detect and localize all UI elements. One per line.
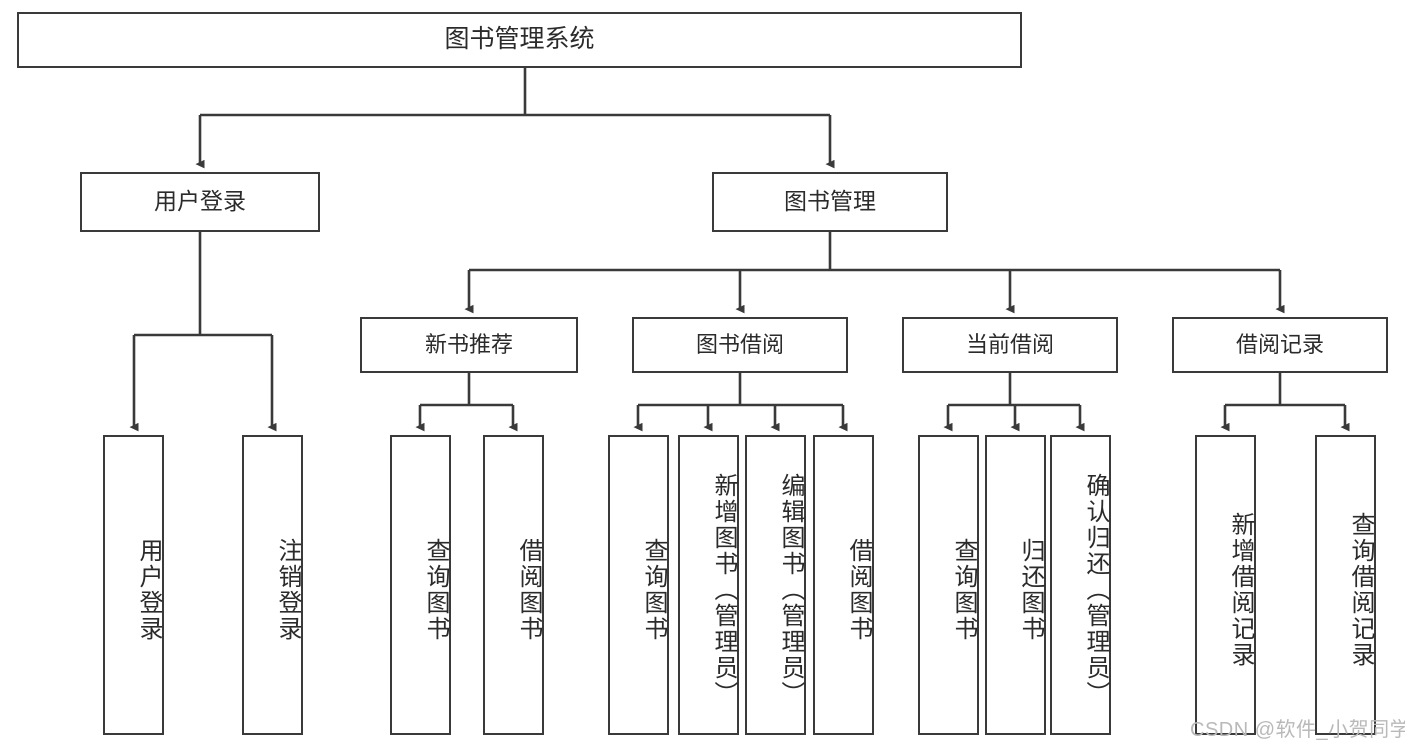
node-current-borrow-label: 当前借阅: [965, 332, 1054, 358]
node-leaf-borrow-book[interactable]: 借阅图书: [813, 435, 874, 735]
node-leaf-label: 用户登录: [135, 538, 162, 642]
node-leaf-query-borrow-record[interactable]: 查询借阅记录: [1315, 435, 1376, 735]
node-book-borrow[interactable]: 图书借阅: [632, 317, 848, 373]
node-leaf-label: 新增借阅记录: [1227, 512, 1254, 668]
node-leaf-label: 借阅图书: [845, 538, 872, 642]
node-leaf-confirm-return-admin[interactable]: 确认归还（管理员）: [1050, 435, 1111, 735]
node-leaf-user-login[interactable]: 用户登录: [103, 435, 164, 735]
node-leaf-label: 注销登录: [274, 538, 301, 642]
node-leaf-label: 归还图书: [1017, 538, 1044, 642]
node-leaf-label: 借阅图书: [515, 538, 542, 642]
node-leaf-logout-login[interactable]: 注销登录: [242, 435, 303, 735]
node-leaf-return-book[interactable]: 归还图书: [985, 435, 1046, 735]
node-leaf-query-book-borrow[interactable]: 查询图书: [608, 435, 669, 735]
node-leaf-label: 查询借阅记录: [1347, 512, 1374, 668]
node-book-management-label: 图书管理: [784, 188, 876, 215]
node-leaf-edit-book-admin[interactable]: 编辑图书（管理员）: [745, 435, 806, 735]
node-user-login[interactable]: 用户登录: [80, 172, 320, 232]
node-current-borrow[interactable]: 当前借阅: [902, 317, 1118, 373]
node-leaf-borrow-book-recommend[interactable]: 借阅图书: [483, 435, 544, 735]
csdn-watermark: CSDN @软件_小贺同学: [1190, 719, 1405, 741]
node-leaf-query-book-recommend[interactable]: 查询图书: [390, 435, 451, 735]
node-leaf-add-borrow-record[interactable]: 新增借阅记录: [1195, 435, 1256, 735]
node-leaf-label: 编辑图书（管理员）: [777, 473, 804, 707]
node-root-system[interactable]: 图书管理系统: [17, 12, 1022, 68]
node-leaf-label: 新增图书（管理员）: [710, 473, 737, 707]
node-book-borrow-label: 图书借阅: [695, 332, 784, 358]
node-book-management[interactable]: 图书管理: [712, 172, 948, 232]
node-root-label: 图书管理系统: [444, 25, 595, 54]
node-leaf-query-book-current[interactable]: 查询图书: [918, 435, 979, 735]
node-user-login-label: 用户登录: [154, 188, 246, 215]
node-leaf-label: 查询图书: [422, 538, 449, 642]
node-new-book-recommend[interactable]: 新书推荐: [360, 317, 578, 373]
node-borrow-record-label: 借阅记录: [1235, 332, 1324, 358]
node-new-book-recommend-label: 新书推荐: [424, 332, 513, 358]
node-leaf-add-book-admin[interactable]: 新增图书（管理员）: [678, 435, 739, 735]
node-borrow-record[interactable]: 借阅记录: [1172, 317, 1388, 373]
node-leaf-label: 确认归还（管理员）: [1082, 473, 1109, 707]
node-leaf-label: 查询图书: [950, 538, 977, 642]
node-leaf-label: 查询图书: [640, 538, 667, 642]
